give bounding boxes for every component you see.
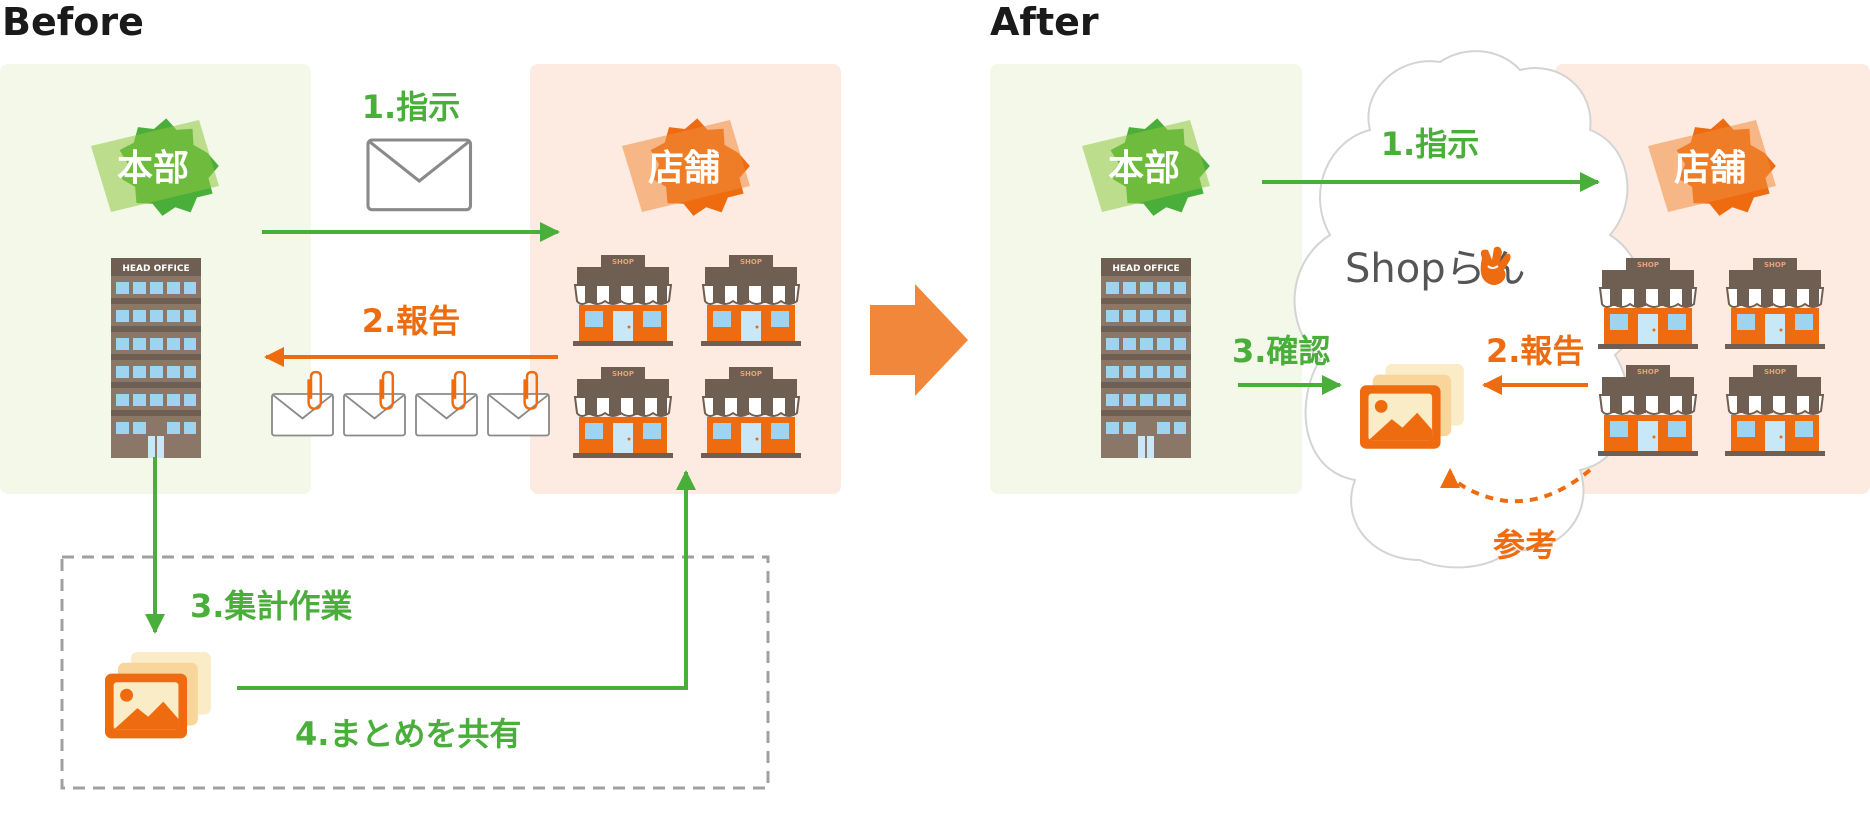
before-report-envelopes (271, 370, 550, 437)
before-step4-label: 4.まとめを共有 (295, 715, 521, 753)
after-shop-icon-2: SHOP (1724, 257, 1826, 350)
before-store-badge-label: 店舗 (648, 148, 720, 189)
paperclip-envelope-icon-3 (415, 370, 478, 437)
before-hq-sign: HEAD OFFICE (122, 264, 189, 274)
after-shop-sign-2: SHOP (1764, 261, 1786, 269)
before-step1-label: 1.指示 (362, 88, 460, 126)
before-aggregation-box (60, 555, 770, 790)
after-hq-badge: 本部 (1082, 118, 1210, 216)
before-shop-sign-2: SHOP (740, 258, 762, 266)
after-step2-label: 2.報告 (1486, 332, 1584, 370)
after-shop-icon-1: SHOP (1597, 257, 1699, 350)
before-title: Before (2, 0, 144, 44)
after-store-badge: 店舗 (1648, 118, 1776, 216)
before-image-stack-icon (105, 652, 211, 739)
before-step3-label: 3.集計作業 (190, 587, 352, 625)
before-envelope-icon (366, 138, 473, 212)
transition-arrow (870, 284, 968, 396)
before-shop-sign-3: SHOP (612, 370, 634, 378)
hand-logo-icon (1480, 246, 1511, 285)
after-shop-sign-3: SHOP (1637, 368, 1659, 376)
before-shop-sign-4: SHOP (740, 370, 762, 378)
after-shop-sign-4: SHOP (1764, 368, 1786, 376)
before-step2-label: 2.報告 (362, 302, 460, 340)
reference-dashed-arrow (1440, 468, 1592, 504)
before-shop-icon-1: SHOP (572, 254, 674, 347)
before-office-building-icon: HEAD OFFICE (110, 257, 202, 459)
after-step1-label: 1.指示 (1381, 125, 1479, 163)
before-shop-sign-1: SHOP (612, 258, 634, 266)
after-store-badge-label: 店舗 (1674, 148, 1746, 189)
after-shop-icon-3: SHOP (1597, 364, 1699, 457)
after-step3-label: 3.確認 (1232, 332, 1330, 370)
before-hq-badge: 本部 (91, 118, 219, 216)
before-shop-icon-3: SHOP (572, 366, 674, 459)
after-shop-icon-4: SHOP (1724, 364, 1826, 457)
after-title: After (990, 0, 1099, 44)
before-step4-arrow (237, 470, 696, 690)
after-hq-badge-label: 本部 (1108, 148, 1180, 189)
paperclip-envelope-icon-2 (343, 370, 406, 437)
after-shop-sign-1: SHOP (1637, 261, 1659, 269)
before-shop-icon-2: SHOP (700, 254, 802, 347)
reference-label: 参考 (1493, 526, 1557, 564)
before-shop-icon-4: SHOP (700, 366, 802, 459)
after-office-building-icon: HEAD OFFICE (1100, 257, 1192, 459)
before-hq-badge-label: 本部 (117, 148, 189, 189)
after-hq-sign: HEAD OFFICE (1112, 264, 1179, 274)
before-store-badge: 店舗 (622, 118, 750, 216)
